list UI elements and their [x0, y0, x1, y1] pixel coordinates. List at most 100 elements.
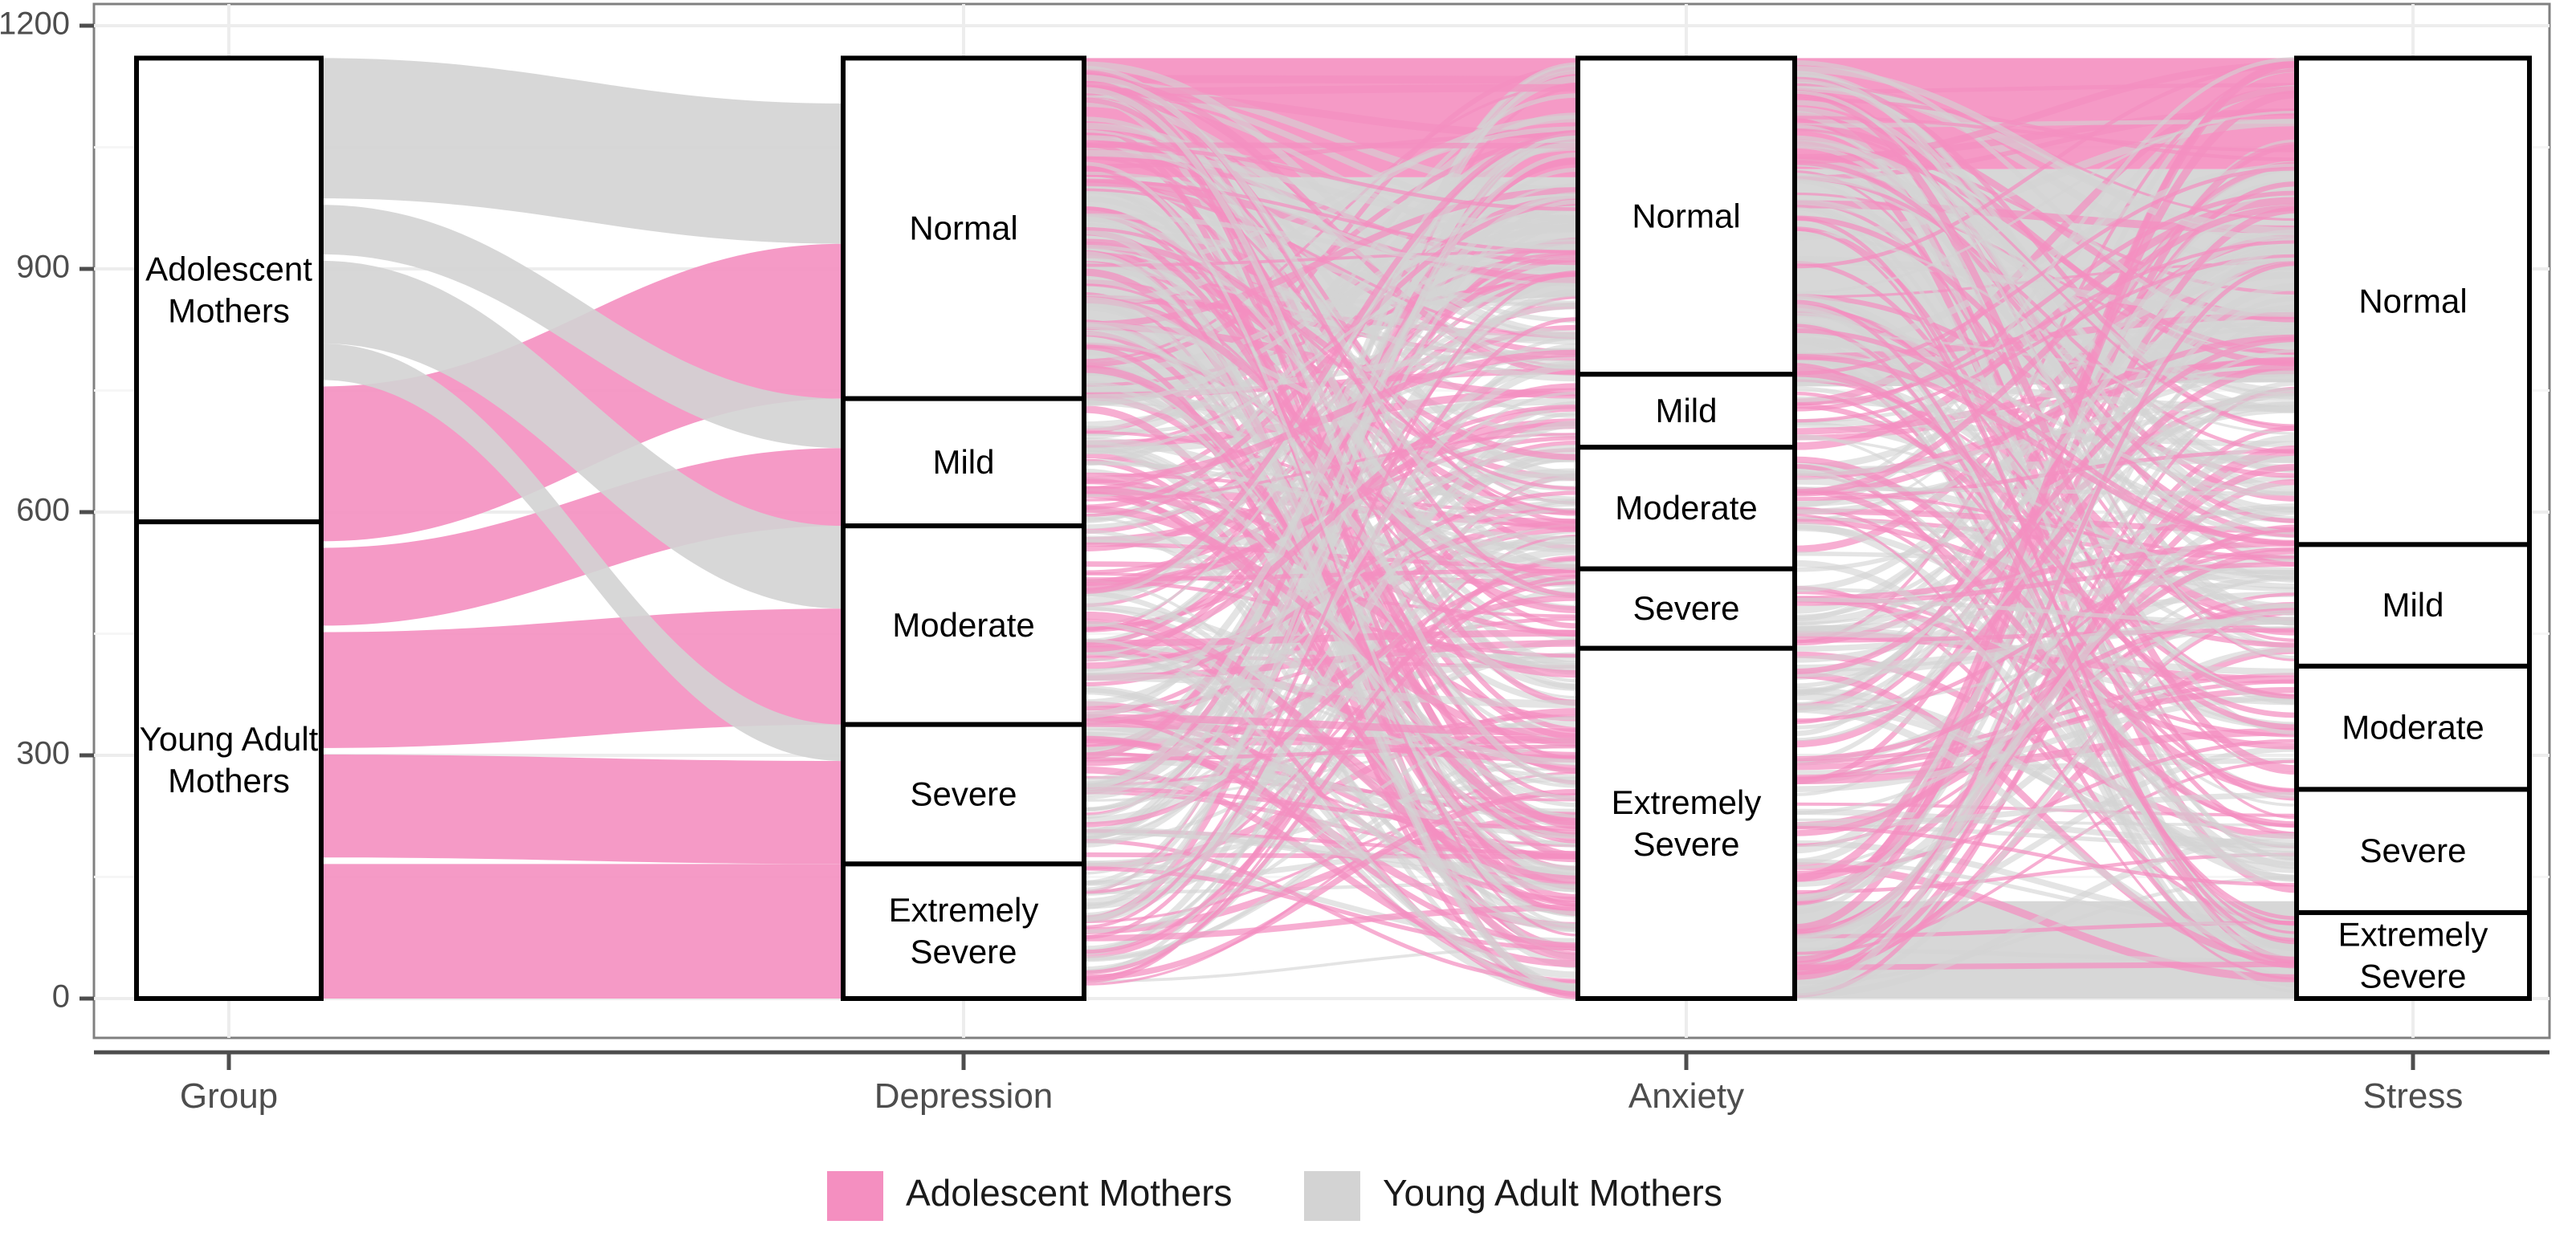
flow-strand	[1083, 673, 1579, 709]
flow-strand	[1083, 143, 1579, 211]
stratum-label: Severe	[1632, 825, 1739, 863]
flow-strand	[1794, 338, 2297, 496]
stratum-box-group-0[interactable]	[134, 55, 324, 525]
stratum-box-anxiety-2[interactable]	[1575, 445, 1797, 572]
flow-strand	[1083, 296, 1579, 691]
flow-strand	[1083, 442, 1579, 801]
stratum-box-anxiety-3[interactable]	[1575, 566, 1797, 651]
stratum-label: Severe	[910, 775, 1017, 812]
flow-ribbon	[321, 243, 843, 542]
flow-strand	[1083, 638, 1579, 990]
flow-strand	[1794, 361, 2297, 748]
flow-strand	[1083, 142, 1579, 149]
flow-strand	[1794, 540, 2297, 602]
flow-strand	[1794, 597, 2297, 625]
flow-strand	[1083, 136, 1579, 368]
stratum-box-depression-3[interactable]	[841, 722, 1086, 867]
flow-strand	[1794, 791, 2297, 828]
stratum-label: Severe	[2359, 957, 2466, 995]
flow-strand	[1794, 79, 2297, 535]
flow-strand	[1794, 111, 2297, 295]
flow-ribbon	[321, 205, 843, 449]
flow-strand	[1794, 506, 2297, 625]
stratum-box-stress-3[interactable]	[2294, 787, 2532, 915]
legend-label-0: Adolescent Mothers	[906, 1172, 1233, 1214]
flow-strand	[1083, 238, 1579, 454]
flow-strand	[1794, 380, 2297, 939]
flow-strand	[1794, 386, 2297, 975]
flow-strand	[1083, 490, 1579, 687]
stratum-box-group-1[interactable]	[134, 519, 324, 1001]
flow-strand	[1794, 559, 2297, 873]
flow-strand	[1794, 366, 2297, 730]
flow-strand	[1794, 608, 2297, 762]
flow-strand	[1083, 226, 1579, 490]
flow-strand	[1083, 611, 1579, 884]
stratum-label: Severe	[2359, 832, 2466, 869]
flow-strand	[1794, 603, 2297, 996]
stratum-box-stress-4[interactable]	[2294, 909, 2532, 1001]
flow-strand	[1794, 240, 2297, 406]
flow-strand	[1083, 213, 1579, 271]
flow-strand	[1794, 529, 2297, 780]
stratum-label: Normal	[2358, 282, 2467, 319]
flow-strand	[1794, 118, 2297, 241]
stratum-box-depression-0[interactable]	[841, 55, 1086, 401]
flow-strand	[1794, 671, 2297, 964]
stratum-box-depression-4[interactable]	[841, 861, 1086, 1001]
flow-strand	[1794, 66, 2297, 244]
flow-strand	[1794, 178, 2297, 861]
flow-strand	[1794, 327, 2297, 547]
y-axis-tick-label: 300	[16, 736, 70, 771]
legend-label-1: Young Adult Mothers	[1383, 1172, 1722, 1214]
legend: Adolescent Mothers Young Adult Mothers	[827, 1171, 1722, 1221]
flow-strand	[1794, 514, 2297, 980]
legend-swatch-0	[827, 1171, 883, 1221]
stratum-label: Mild	[1655, 392, 1717, 429]
stratum-label: Extremely	[1612, 783, 1762, 821]
flow-strand	[1083, 648, 1579, 659]
stratum-box-anxiety-1[interactable]	[1575, 372, 1797, 450]
x-axis-label-depression: Depression	[874, 1076, 1054, 1116]
flow-strand	[1794, 746, 2297, 932]
y-axis-tick-label: 600	[16, 493, 70, 528]
flow-strand	[1083, 167, 1579, 937]
flow-strand	[1083, 362, 1579, 848]
flow-strand	[1083, 575, 1579, 975]
flow-strand	[1794, 228, 2297, 934]
flow-strand	[1083, 214, 1579, 598]
stratum-label: Extremely	[2338, 915, 2488, 953]
flows-depression-anxiety	[1083, 61, 1579, 999]
flow-strand	[1794, 190, 2297, 412]
stratum-label: Severe	[1632, 589, 1739, 627]
stratum-box-depression-2[interactable]	[841, 523, 1086, 727]
flow-ribbon	[321, 260, 843, 609]
flow-strand	[1083, 433, 1579, 502]
stratum-label: Moderate	[2342, 709, 2484, 747]
flow-strand	[1794, 645, 2297, 888]
y-axis-tick-label: 0	[52, 979, 70, 1015]
x-axis-label-group: Group	[180, 1076, 278, 1116]
flow-strand	[1794, 295, 2297, 901]
stratum-label: Mothers	[168, 291, 290, 329]
flow-strand	[1794, 176, 2297, 454]
flow-strand	[1083, 731, 1579, 839]
flow-strand	[1083, 685, 1579, 979]
flow-strand	[1083, 650, 1579, 933]
flow-strand	[1083, 87, 1579, 786]
stratum-box-anxiety-4[interactable]	[1575, 645, 1797, 1001]
flow-strand	[1083, 74, 1579, 571]
stratum-label: Mothers	[168, 762, 290, 799]
flow-strand	[1083, 568, 1579, 828]
stratum-box-stress-2[interactable]	[2294, 663, 2532, 792]
flow-strand	[1794, 832, 2297, 999]
stratum-label: Adolescent	[145, 250, 312, 287]
flow-strand	[1083, 788, 1579, 981]
flow-ribbon	[321, 343, 843, 762]
stratum-box-anxiety-0[interactable]	[1575, 55, 1797, 377]
flow-strand	[1083, 188, 1579, 340]
flow-ribbon	[321, 58, 843, 244]
stratum-label: Normal	[1632, 197, 1740, 234]
